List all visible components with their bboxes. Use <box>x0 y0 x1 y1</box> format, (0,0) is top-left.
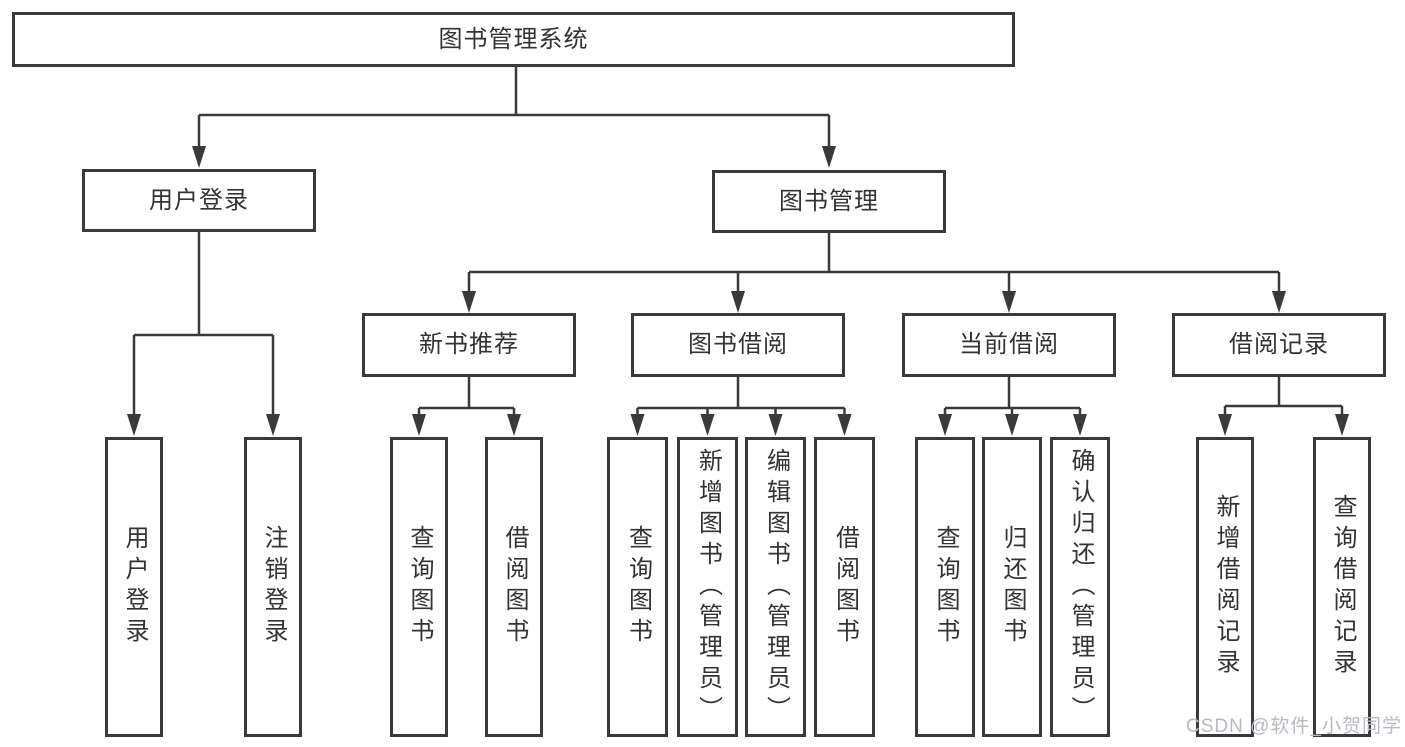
connector-cur-borrow-to-leaves <box>938 377 1087 436</box>
node-label: 新增图书（管理员） <box>694 447 722 727</box>
leaf-borrow-book: 借阅图书 <box>814 437 875 737</box>
arrowhead-icon <box>1005 414 1019 436</box>
leaf-confirm-return-admin: 确认归还（管理员） <box>1050 437 1110 737</box>
node-library-management-system: 图书管理系统 <box>12 12 1015 67</box>
arrowhead-icon <box>837 414 852 436</box>
node-label: 新书推荐 <box>419 331 519 358</box>
node-label: 用户登录 <box>121 525 148 649</box>
node-user-login: 用户登录 <box>82 169 316 232</box>
node-label: 归还图书 <box>999 525 1026 649</box>
node-book-management: 图书管理 <box>712 170 946 233</box>
arrowhead-icon <box>822 146 836 168</box>
leaf-query-book-current: 查询图书 <box>915 437 975 737</box>
arrowhead-icon <box>630 414 645 436</box>
node-current-borrow: 当前借阅 <box>902 313 1116 377</box>
node-borrow-record: 借阅记录 <box>1172 313 1386 377</box>
node-label: 图书借阅 <box>688 331 788 358</box>
arrowhead-icon <box>1218 414 1232 436</box>
node-label: 当前借阅 <box>959 331 1059 358</box>
arrowhead-icon <box>700 414 715 436</box>
arrowhead-icon <box>1335 414 1349 436</box>
leaf-add-borrow-record: 新增借阅记录 <box>1196 437 1254 737</box>
node-label: 查询图书 <box>932 525 959 649</box>
leaf-query-book: 查询图书 <box>607 437 668 737</box>
leaf-user-login: 用户登录 <box>105 437 163 737</box>
connector-new-book-rec-to-leaves <box>412 377 521 436</box>
leaf-query-borrow-record: 查询借阅记录 <box>1313 437 1371 737</box>
arrowhead-icon <box>731 291 745 313</box>
node-label: 新增借阅记录 <box>1212 494 1239 680</box>
node-label: 查询图书 <box>406 525 433 649</box>
arrowhead-icon <box>412 414 426 436</box>
connector-book-borrow-to-leaves <box>630 377 852 436</box>
node-label: 图书管理系统 <box>438 25 589 53</box>
node-label: 借阅记录 <box>1229 331 1329 358</box>
arrowhead-icon <box>1002 291 1016 313</box>
leaf-return-book: 归还图书 <box>982 437 1042 737</box>
arrowhead-icon <box>1073 414 1087 436</box>
node-label: 编辑图书（管理员） <box>762 447 790 727</box>
connector-user-login-to-leaves <box>127 232 280 436</box>
arrowhead-icon <box>127 414 141 436</box>
node-new-book-recommend: 新书推荐 <box>362 313 576 377</box>
node-label: 借阅图书 <box>831 525 859 649</box>
arrowhead-icon <box>507 414 521 436</box>
csdn-watermark: CSDN @软件_小贺同学 <box>1186 716 1402 737</box>
leaf-add-book-admin: 新增图书（管理员） <box>677 437 738 737</box>
connector-root-to-level2 <box>192 67 836 168</box>
arrowhead-icon <box>192 146 206 168</box>
node-label: 查询借阅记录 <box>1329 494 1356 680</box>
arrowhead-icon <box>462 291 476 313</box>
node-label: 确认归还（管理员） <box>1067 447 1094 727</box>
connector-book-mgmt-to-level3 <box>462 233 1286 313</box>
arrowhead-icon <box>938 414 952 436</box>
arrowhead-icon <box>768 414 783 436</box>
node-book-borrow: 图书借阅 <box>631 313 845 377</box>
node-label: 注销登录 <box>260 525 287 649</box>
node-label: 用户登录 <box>149 186 249 214</box>
arrowhead-icon <box>266 414 280 436</box>
leaf-edit-book-admin: 编辑图书（管理员） <box>745 437 806 737</box>
connector-borrow-record-to-leaves <box>1218 377 1349 436</box>
arrowhead-icon <box>1272 291 1286 313</box>
leaf-query-book-recommend: 查询图书 <box>390 437 448 737</box>
leaf-logout: 注销登录 <box>244 437 302 737</box>
node-label: 图书管理 <box>779 187 879 215</box>
node-label: 借阅图书 <box>501 525 528 649</box>
leaf-borrow-book-recommend: 借阅图书 <box>485 437 543 737</box>
node-label: 查询图书 <box>624 525 652 649</box>
